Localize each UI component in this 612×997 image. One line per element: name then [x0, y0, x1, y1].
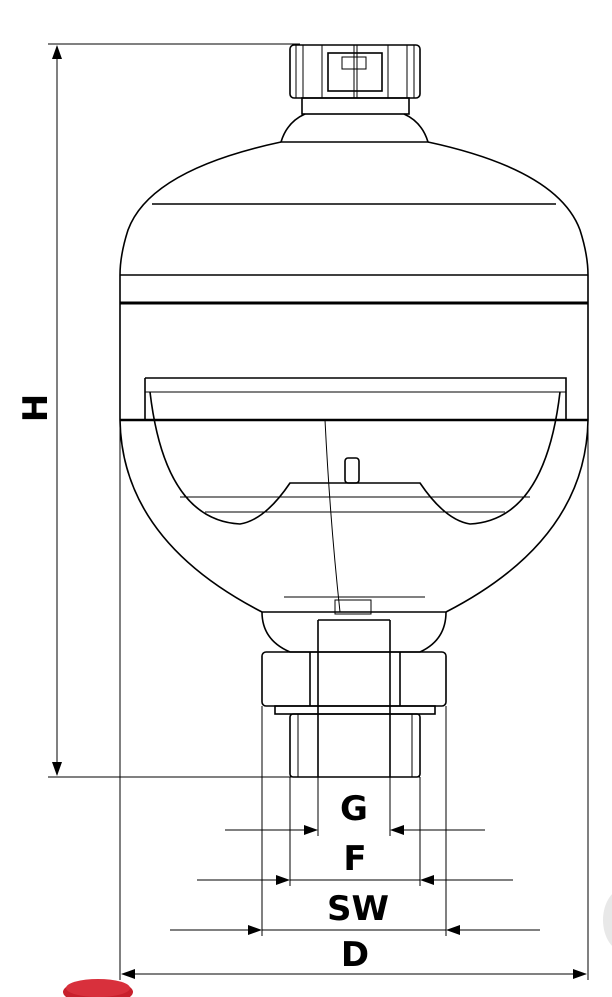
thread-label: G — [340, 789, 368, 829]
gray-shape — [603, 894, 612, 946]
wrench-size-dimension: SW — [170, 889, 540, 935]
flat-label: F — [343, 839, 366, 879]
height-dimension: H — [16, 43, 420, 778]
valve-cap — [289, 44, 421, 115]
accumulator-body — [119, 113, 589, 778]
flat-dimension: F — [197, 839, 513, 885]
diameter-dimension: D — [121, 935, 587, 979]
extension-lines — [119, 420, 589, 980]
red-logo-icon — [63, 979, 133, 997]
wrench-size-label: SW — [327, 889, 389, 929]
thread-dimension: G — [225, 789, 485, 835]
diameter-label: D — [341, 935, 369, 975]
height-label: H — [16, 394, 56, 422]
